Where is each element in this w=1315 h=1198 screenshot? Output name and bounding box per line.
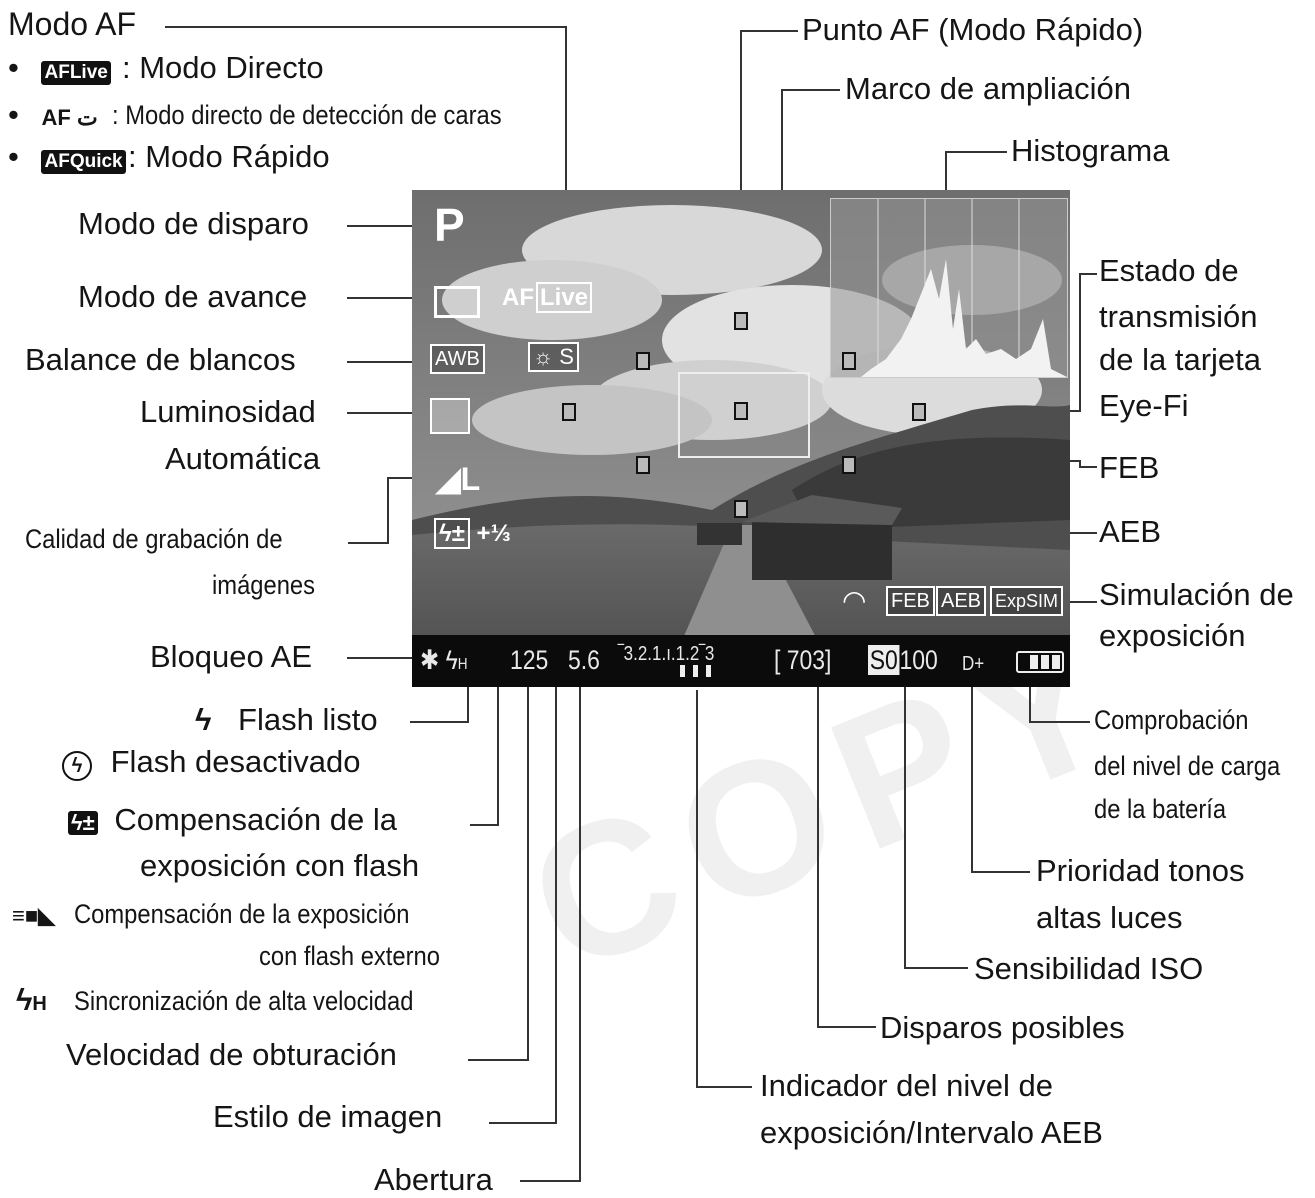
label-marco: Marco de ampliación: [845, 71, 1132, 106]
feb-indicator: FEB: [886, 586, 935, 616]
flash-comp-screen-icon: ϟ±: [434, 518, 470, 549]
magnification-frame: [678, 372, 810, 458]
label-comp-ext: Compensación de la exposición: [74, 899, 410, 929]
label-modo-af: Modo AF: [8, 6, 137, 42]
iso-indicator: S0100: [868, 645, 938, 675]
label-luminosidad-2: Automática: [165, 441, 321, 476]
label-feb: FEB: [1099, 450, 1160, 485]
label-sim-2: exposición: [1099, 618, 1246, 653]
label-eyefi-4: Eye-Fi: [1099, 388, 1189, 423]
label-luminosidad: Luminosidad: [140, 394, 316, 429]
af-point: [912, 403, 926, 421]
label-flash-desactivado: Flash desactivado: [110, 744, 361, 779]
label-eyefi-2: transmisión: [1099, 299, 1258, 334]
label-bateria: Comprobación: [1094, 705, 1249, 735]
auto-lighting-optimizer-icon: [430, 398, 470, 434]
aperture-value: 5.6: [568, 645, 600, 675]
eye-fi-icon: ◠: [842, 585, 867, 616]
label-comp-ext-2: con flash externo: [259, 941, 440, 971]
bullet: •: [8, 139, 19, 174]
iso-icon: S0: [868, 645, 900, 675]
label-modo-avance: Modo de avance: [78, 279, 308, 314]
ae-lock-indicator: ✱ ϟH: [420, 645, 468, 675]
line-velocidad: [468, 672, 529, 1061]
image-quality-indicator: ◢L: [436, 461, 481, 497]
flash-off-row: ϟ Flash desactivado: [62, 744, 361, 781]
label-prioridad: Prioridad tonos: [1036, 853, 1245, 888]
label-iso: Sensibilidad ISO: [974, 951, 1204, 986]
exposure-level-ticks: [680, 665, 720, 677]
label-comp-flash-2: exposición con flash: [140, 848, 420, 883]
picture-style-indicator: ☼ S: [528, 342, 579, 372]
flash-icon: ϟ: [195, 702, 212, 737]
label-indicador: Indicador del nivel de: [760, 1068, 1053, 1103]
exposure-simulation-indicator: ExpSIM: [990, 586, 1064, 616]
hs-sync-icon: ϟH: [16, 982, 47, 1017]
legend-af-live-row: • AFLive: [8, 50, 111, 86]
shooting-mode-indicator: P: [434, 199, 465, 251]
legend-af-quick-row: • AFQuick: [8, 139, 126, 175]
label-af-face: : Modo directo de detección de caras: [112, 100, 502, 130]
histogram-graph: [861, 199, 1067, 377]
af-point: [562, 403, 576, 421]
label-histograma: Histograma: [1011, 133, 1170, 168]
label-indicador-2: exposición/Intervalo AEB: [760, 1115, 1103, 1150]
histogram-panel: [830, 198, 1068, 378]
af-point: [636, 456, 650, 474]
label-af-quick: : Modo Rápido: [128, 139, 330, 174]
single-shot-drive-icon: [434, 286, 480, 318]
flash-exposure-comp-indicator: ϟ± +⅓: [434, 518, 511, 549]
label-velocidad: Velocidad de obturación: [66, 1037, 397, 1072]
label-bateria-3: de la batería: [1094, 794, 1227, 824]
bullet: •: [8, 50, 19, 85]
battery-icon: [1016, 651, 1064, 673]
label-estilo: Estilo de imagen: [213, 1099, 443, 1134]
external-flash-icon: ≡■◣: [12, 903, 56, 928]
label-af-live: : Modo Directo: [122, 50, 324, 85]
af-point: [636, 352, 650, 370]
label-eyefi: Estado de: [1099, 253, 1239, 288]
label-flash-listo: Flash listo: [238, 702, 378, 737]
af-point: [734, 312, 748, 330]
label-prioridad-2: altas luces: [1036, 900, 1183, 935]
shutter-speed-value: 125: [510, 645, 549, 675]
label-aeb: AEB: [1099, 514, 1162, 549]
highlight-tone-priority-indicator: D+: [962, 653, 985, 675]
af-point: [842, 456, 856, 474]
shots-remaining: [ 703]: [774, 645, 832, 675]
af-point: [842, 352, 856, 370]
label-balance-blancos: Balance de blancos: [25, 342, 296, 377]
label-abertura: Abertura: [374, 1162, 493, 1197]
label-sim: Simulación de: [1099, 577, 1294, 612]
label-modo-disparo: Modo de disparo: [78, 206, 309, 241]
label-punto-af: Punto AF (Modo Rápido): [802, 12, 1144, 47]
flash-off-icon: ϟ: [62, 751, 92, 781]
legend-af-face-row: • AF ت: [8, 97, 98, 136]
label-eyefi-3: de la tarjeta: [1099, 342, 1261, 377]
label-comp-flash: Compensación de la: [114, 802, 397, 837]
bullet: •: [8, 97, 19, 132]
flash-comp-icon: ϟ±: [68, 811, 98, 835]
label-calidad: Calidad de grabación de: [25, 524, 283, 554]
aeb-indicator: AEB: [936, 586, 987, 616]
label-disparos: Disparos posibles: [880, 1010, 1125, 1045]
white-balance-indicator: AWB: [430, 344, 485, 374]
af-point-selected: [734, 402, 748, 420]
af-face-icon: AF ت: [41, 105, 98, 130]
comp-flash-row: ϟ± Compensación de la: [68, 802, 397, 838]
label-sync-alta: Sincronización de alta velocidad: [74, 986, 414, 1016]
label-bateria-2: del nivel de carga: [1094, 751, 1281, 781]
af-live-icon: AFLive: [41, 61, 111, 85]
af-point: [734, 500, 748, 518]
lcd-status-bar: ✱ ϟH 125 5.6 ‾3.2.1.ı.1.2‾3 [ 703] S0100…: [412, 635, 1070, 687]
af-quick-icon: AFQuick: [41, 150, 126, 174]
label-bloqueo-ae: Bloqueo AE: [150, 639, 313, 674]
exposure-level-scale: ‾3.2.1.ı.1.2‾3: [618, 643, 715, 665]
label-calidad-2: imágenes: [212, 570, 316, 600]
flash-ready-row: ϟ Flash listo: [195, 702, 378, 738]
